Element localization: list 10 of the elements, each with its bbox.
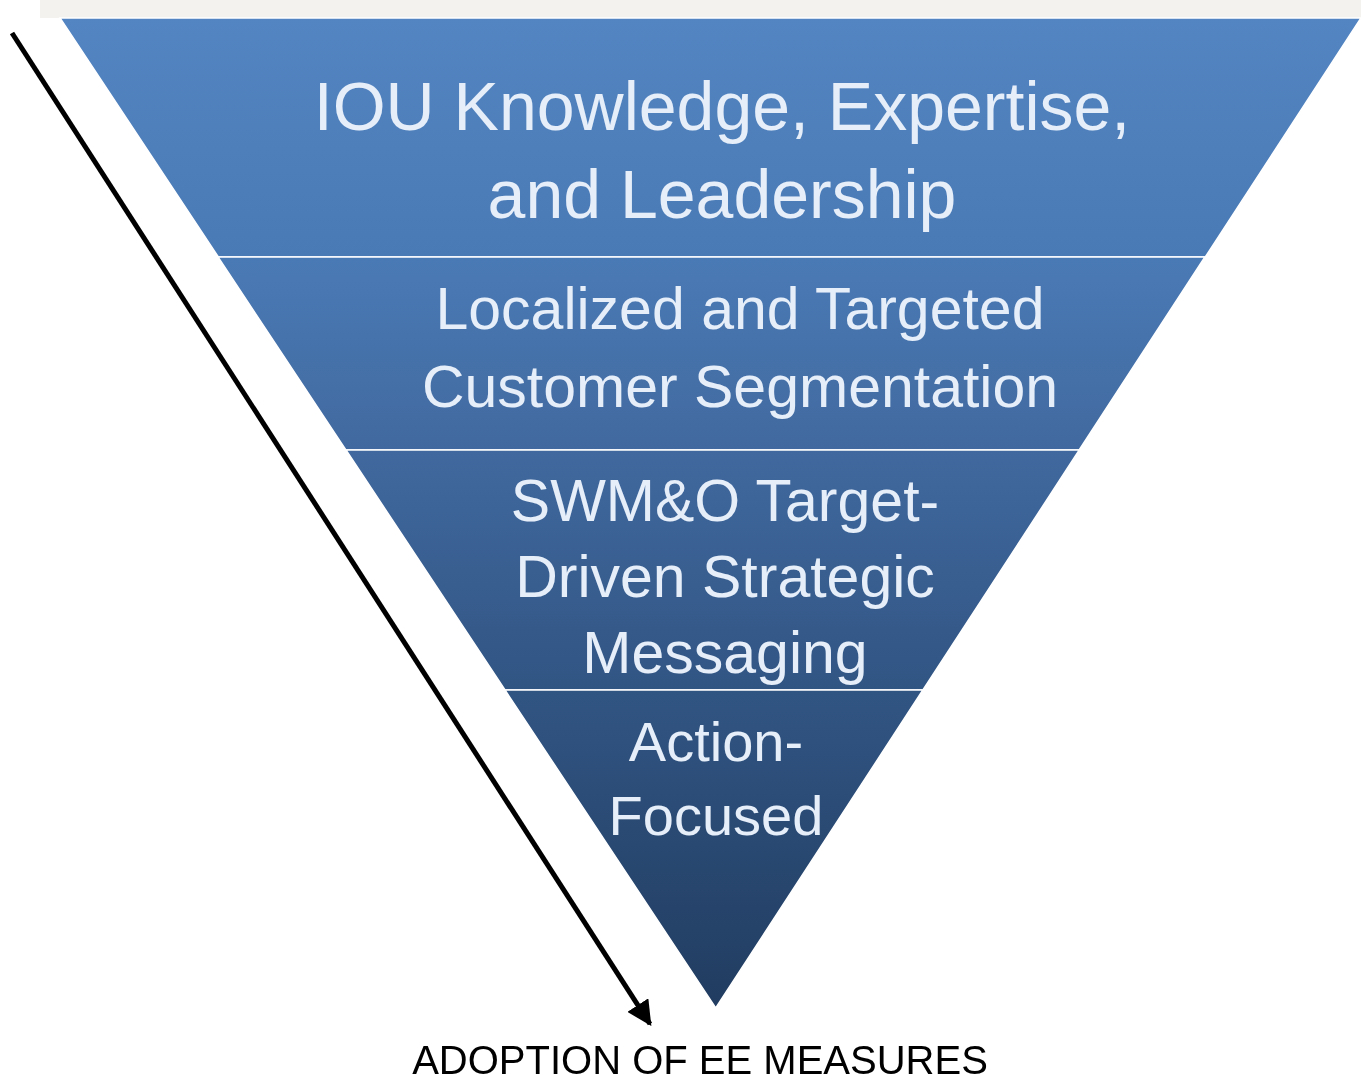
funnel-band	[346, 450, 1080, 690]
funnel-band	[218, 257, 1206, 450]
arrow	[9, 31, 653, 1027]
outcome-label: ADOPTION OF EE MEASURES	[300, 1036, 1100, 1083]
funnel-band	[60, 18, 1361, 257]
band-label: IOU Knowledge, Expertise, and Leadership	[312, 67, 1132, 234]
funnel-band	[505, 690, 924, 1008]
band-label: SWM&O Target- Driven Strategic Messaging	[509, 467, 941, 688]
band-label: Action- Focused	[607, 709, 825, 849]
band-label: Localized and Targeted Customer Segmentation	[420, 275, 1060, 422]
